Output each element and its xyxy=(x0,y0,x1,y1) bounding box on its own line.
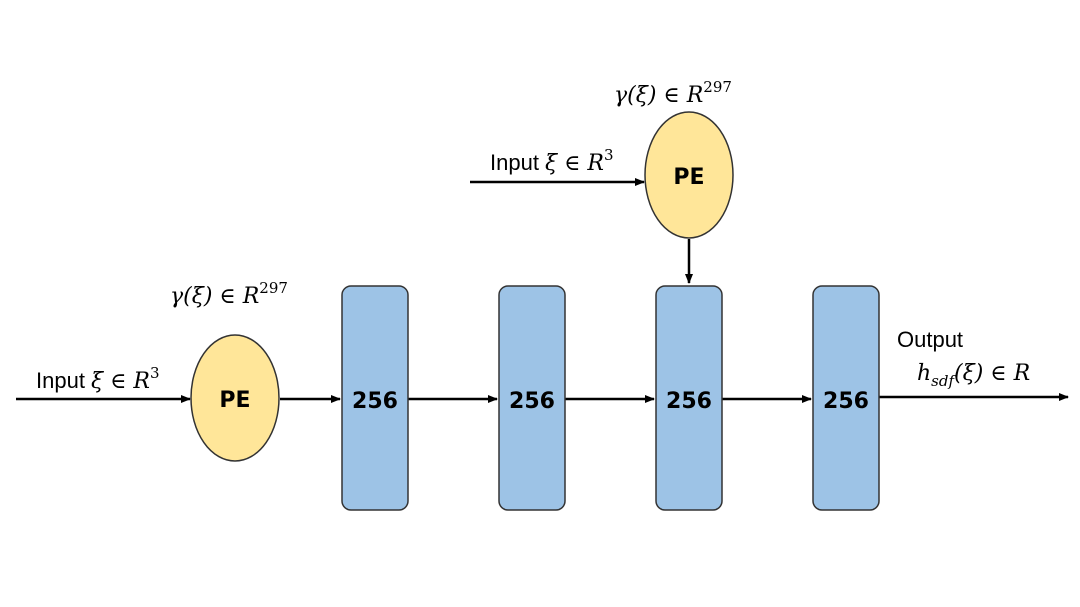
pe-label: PE xyxy=(219,388,250,413)
pe1-input-label: Input ξ ∈ R3 xyxy=(36,364,160,394)
layer-box xyxy=(812,285,880,511)
pe-ellipse xyxy=(644,111,734,239)
layer-box xyxy=(341,285,409,511)
output-labels: Output hsdf(ξ) ∈ R xyxy=(897,327,1030,390)
pe-ellipse xyxy=(190,334,280,462)
layer-label: 256 xyxy=(509,389,555,414)
layer-box xyxy=(498,285,566,511)
pe-label: PE xyxy=(673,165,704,190)
pe-node-1: PE Input ξ ∈ R3 γ(ξ) ∈ R297 xyxy=(36,279,288,462)
output-title: Output xyxy=(897,327,963,352)
pe1-output-label: γ(ξ) ∈ R297 xyxy=(170,279,288,309)
layer-3: 256 xyxy=(655,285,723,511)
layer-2: 256 xyxy=(498,285,566,511)
layer-4: 256 xyxy=(812,285,880,511)
layer-label: 256 xyxy=(666,389,712,414)
pe2-input-label: Input ξ ∈ R3 xyxy=(490,146,614,176)
layer-1: 256 xyxy=(341,285,409,511)
pe2-output-label: γ(ξ) ∈ R297 xyxy=(614,78,732,108)
layer-label: 256 xyxy=(823,389,869,414)
connections xyxy=(16,178,1069,403)
output-formula: hsdf(ξ) ∈ R xyxy=(917,361,1030,390)
layer-box xyxy=(655,285,723,511)
pe-node-2: PE Input ξ ∈ R3 γ(ξ) ∈ R297 xyxy=(490,78,734,239)
layer-label: 256 xyxy=(352,389,398,414)
